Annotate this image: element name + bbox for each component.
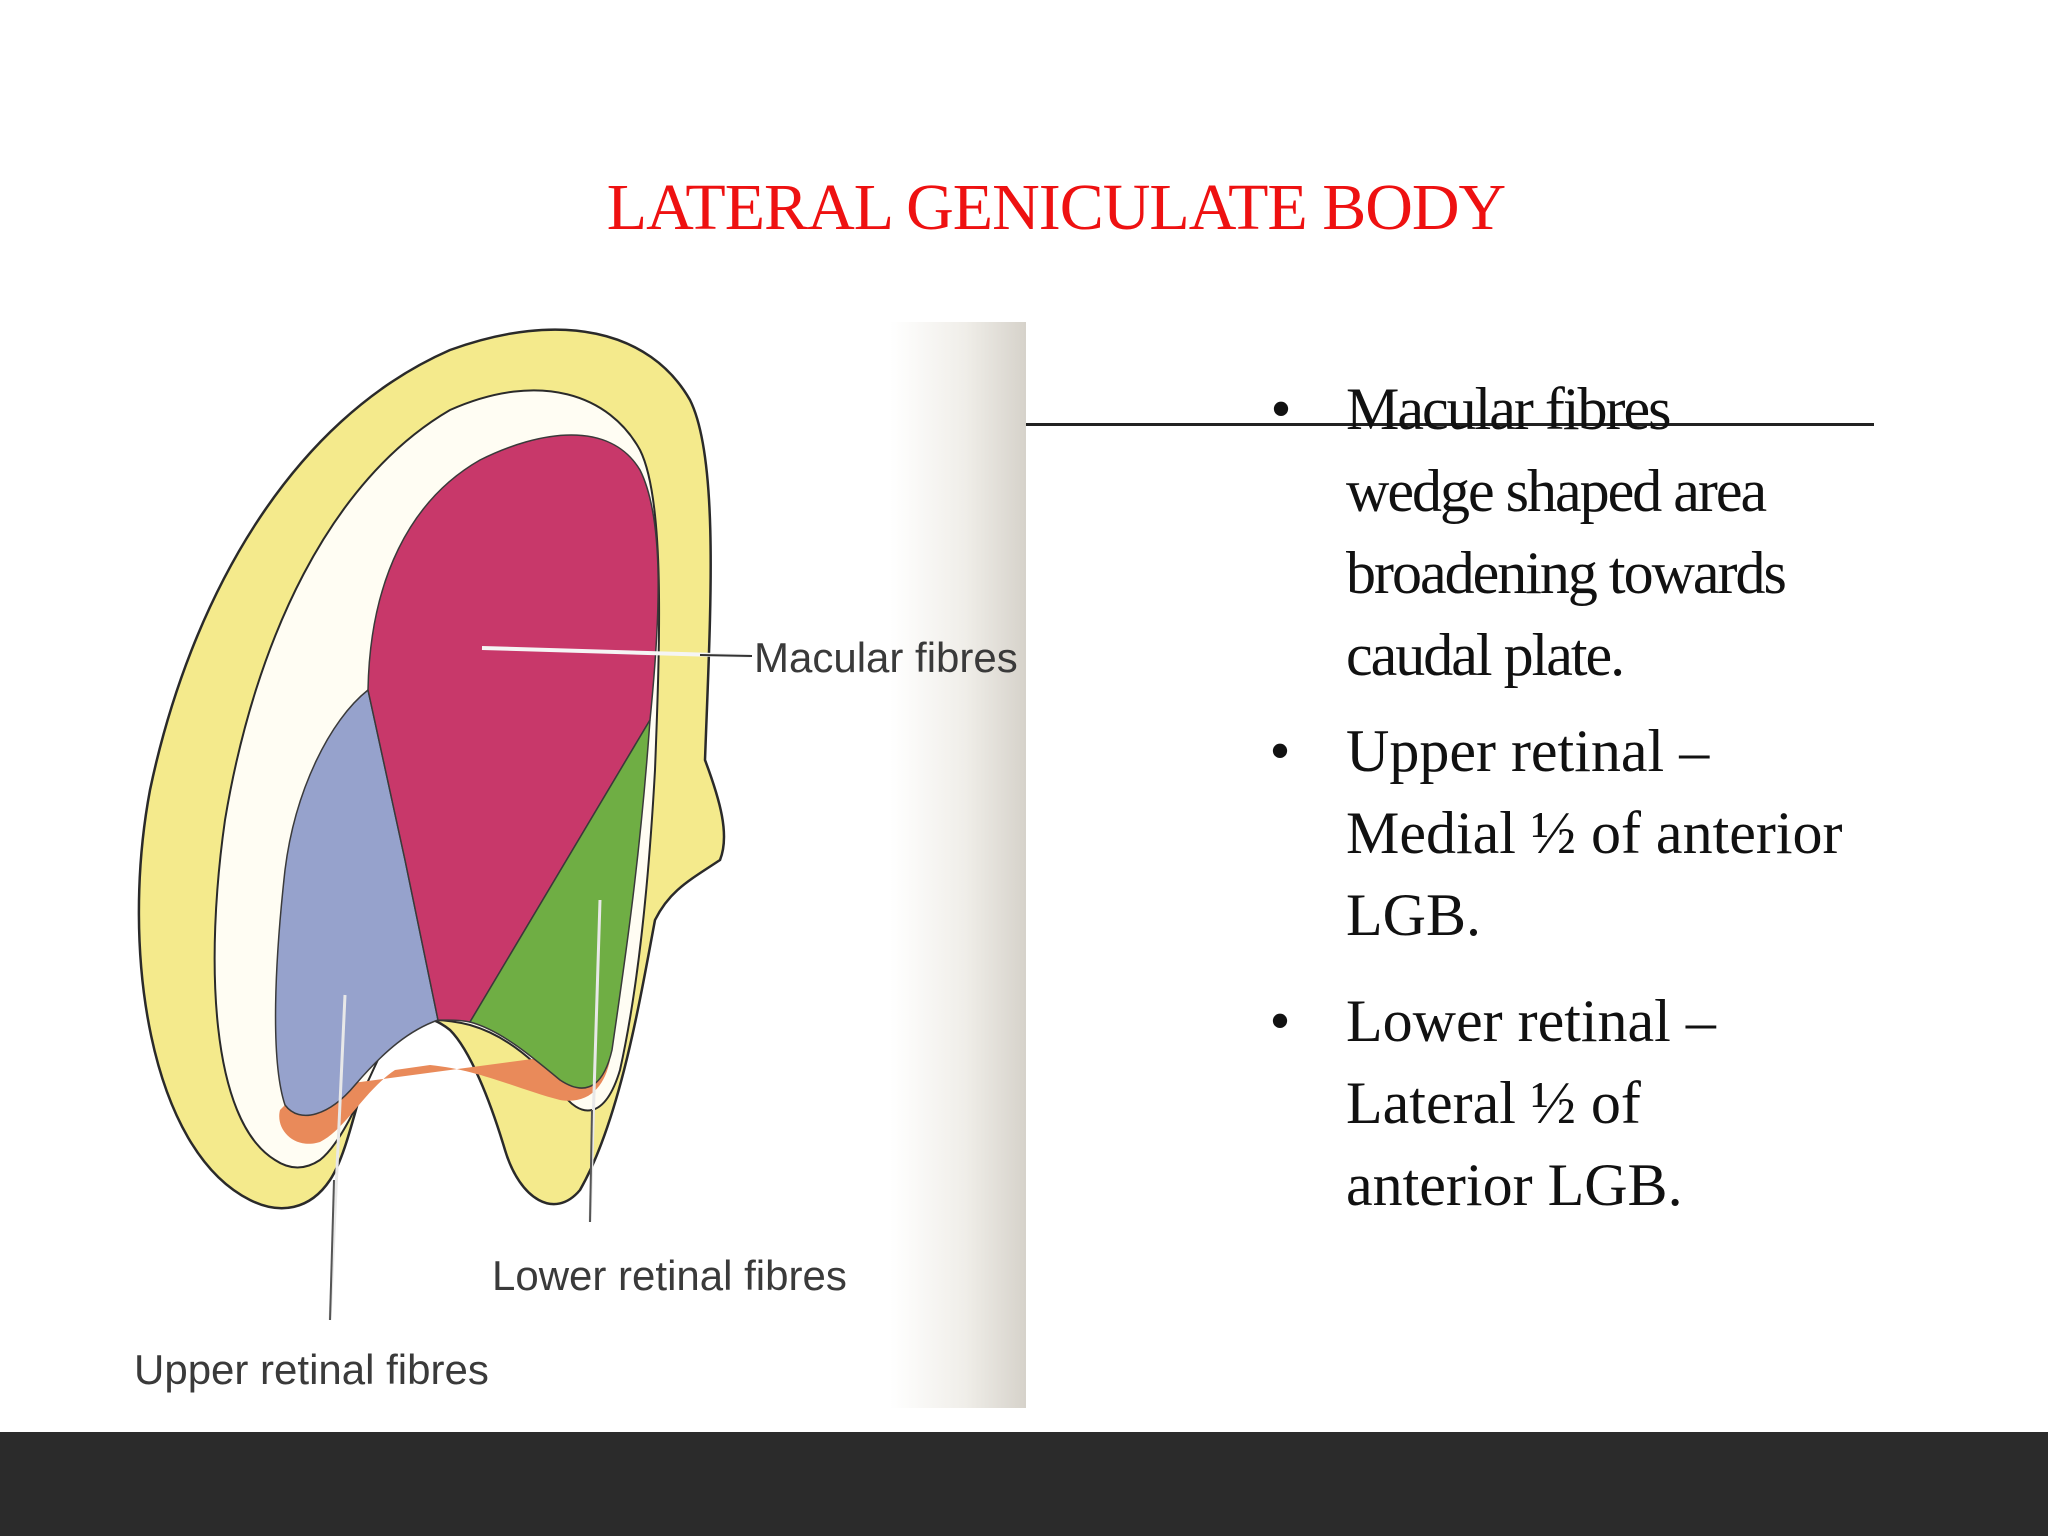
- bullet-line: Lateral ½ of: [1346, 1070, 1641, 1136]
- lgb-diagram: Macular fibres Lower retinal fibres Uppe…: [0, 322, 1026, 1408]
- footer-bar: [0, 1432, 2048, 1536]
- bullet-dot-icon: •: [1269, 718, 1291, 784]
- bullet-line: Medial ½ of anterior: [1346, 800, 1843, 866]
- bullet-dot-icon: •: [1270, 376, 1291, 442]
- bullet-line: Lower retinal –: [1346, 988, 1716, 1054]
- bullet-line: caudal plate.: [1346, 622, 1625, 688]
- bullet-line: Upper retinal –: [1346, 718, 1710, 784]
- bullet-list: • Macular fibres wedge shaped area broad…: [1260, 368, 2020, 1226]
- bullet-dot-icon: •: [1269, 988, 1291, 1054]
- bullet-line: anterior LGB.: [1346, 1152, 1683, 1218]
- bullet-item-lower-retinal: • Lower retinal – Lateral ½ of anterior …: [1260, 980, 2020, 1226]
- lower-retinal-fibres-label: Lower retinal fibres: [492, 1252, 847, 1299]
- bullet-line: Macular fibres: [1346, 376, 1672, 442]
- bullet-item-macular: • Macular fibres wedge shaped area broad…: [1260, 368, 2020, 696]
- upper-retinal-fibres-label: Upper retinal fibres: [134, 1346, 489, 1393]
- lower-retinal-region: [468, 719, 651, 1089]
- bullet-line: LGB.: [1346, 882, 1481, 948]
- strike-rule: [1026, 423, 1874, 426]
- orange-rim: [279, 1050, 610, 1144]
- bullet-line: wedge shaped area: [1346, 458, 1767, 524]
- bullet-item-upper-retinal: • Upper retinal – Medial ½ of anterior L…: [1260, 710, 2020, 956]
- bullet-line: broadening towards: [1346, 540, 1787, 606]
- macular-fibres-label: Macular fibres: [754, 634, 1018, 681]
- page-shadow: [890, 322, 1026, 1408]
- upper-retinal-region: [274, 688, 439, 1116]
- slide-title: LATERAL GENICULATE BODY: [606, 171, 1506, 244]
